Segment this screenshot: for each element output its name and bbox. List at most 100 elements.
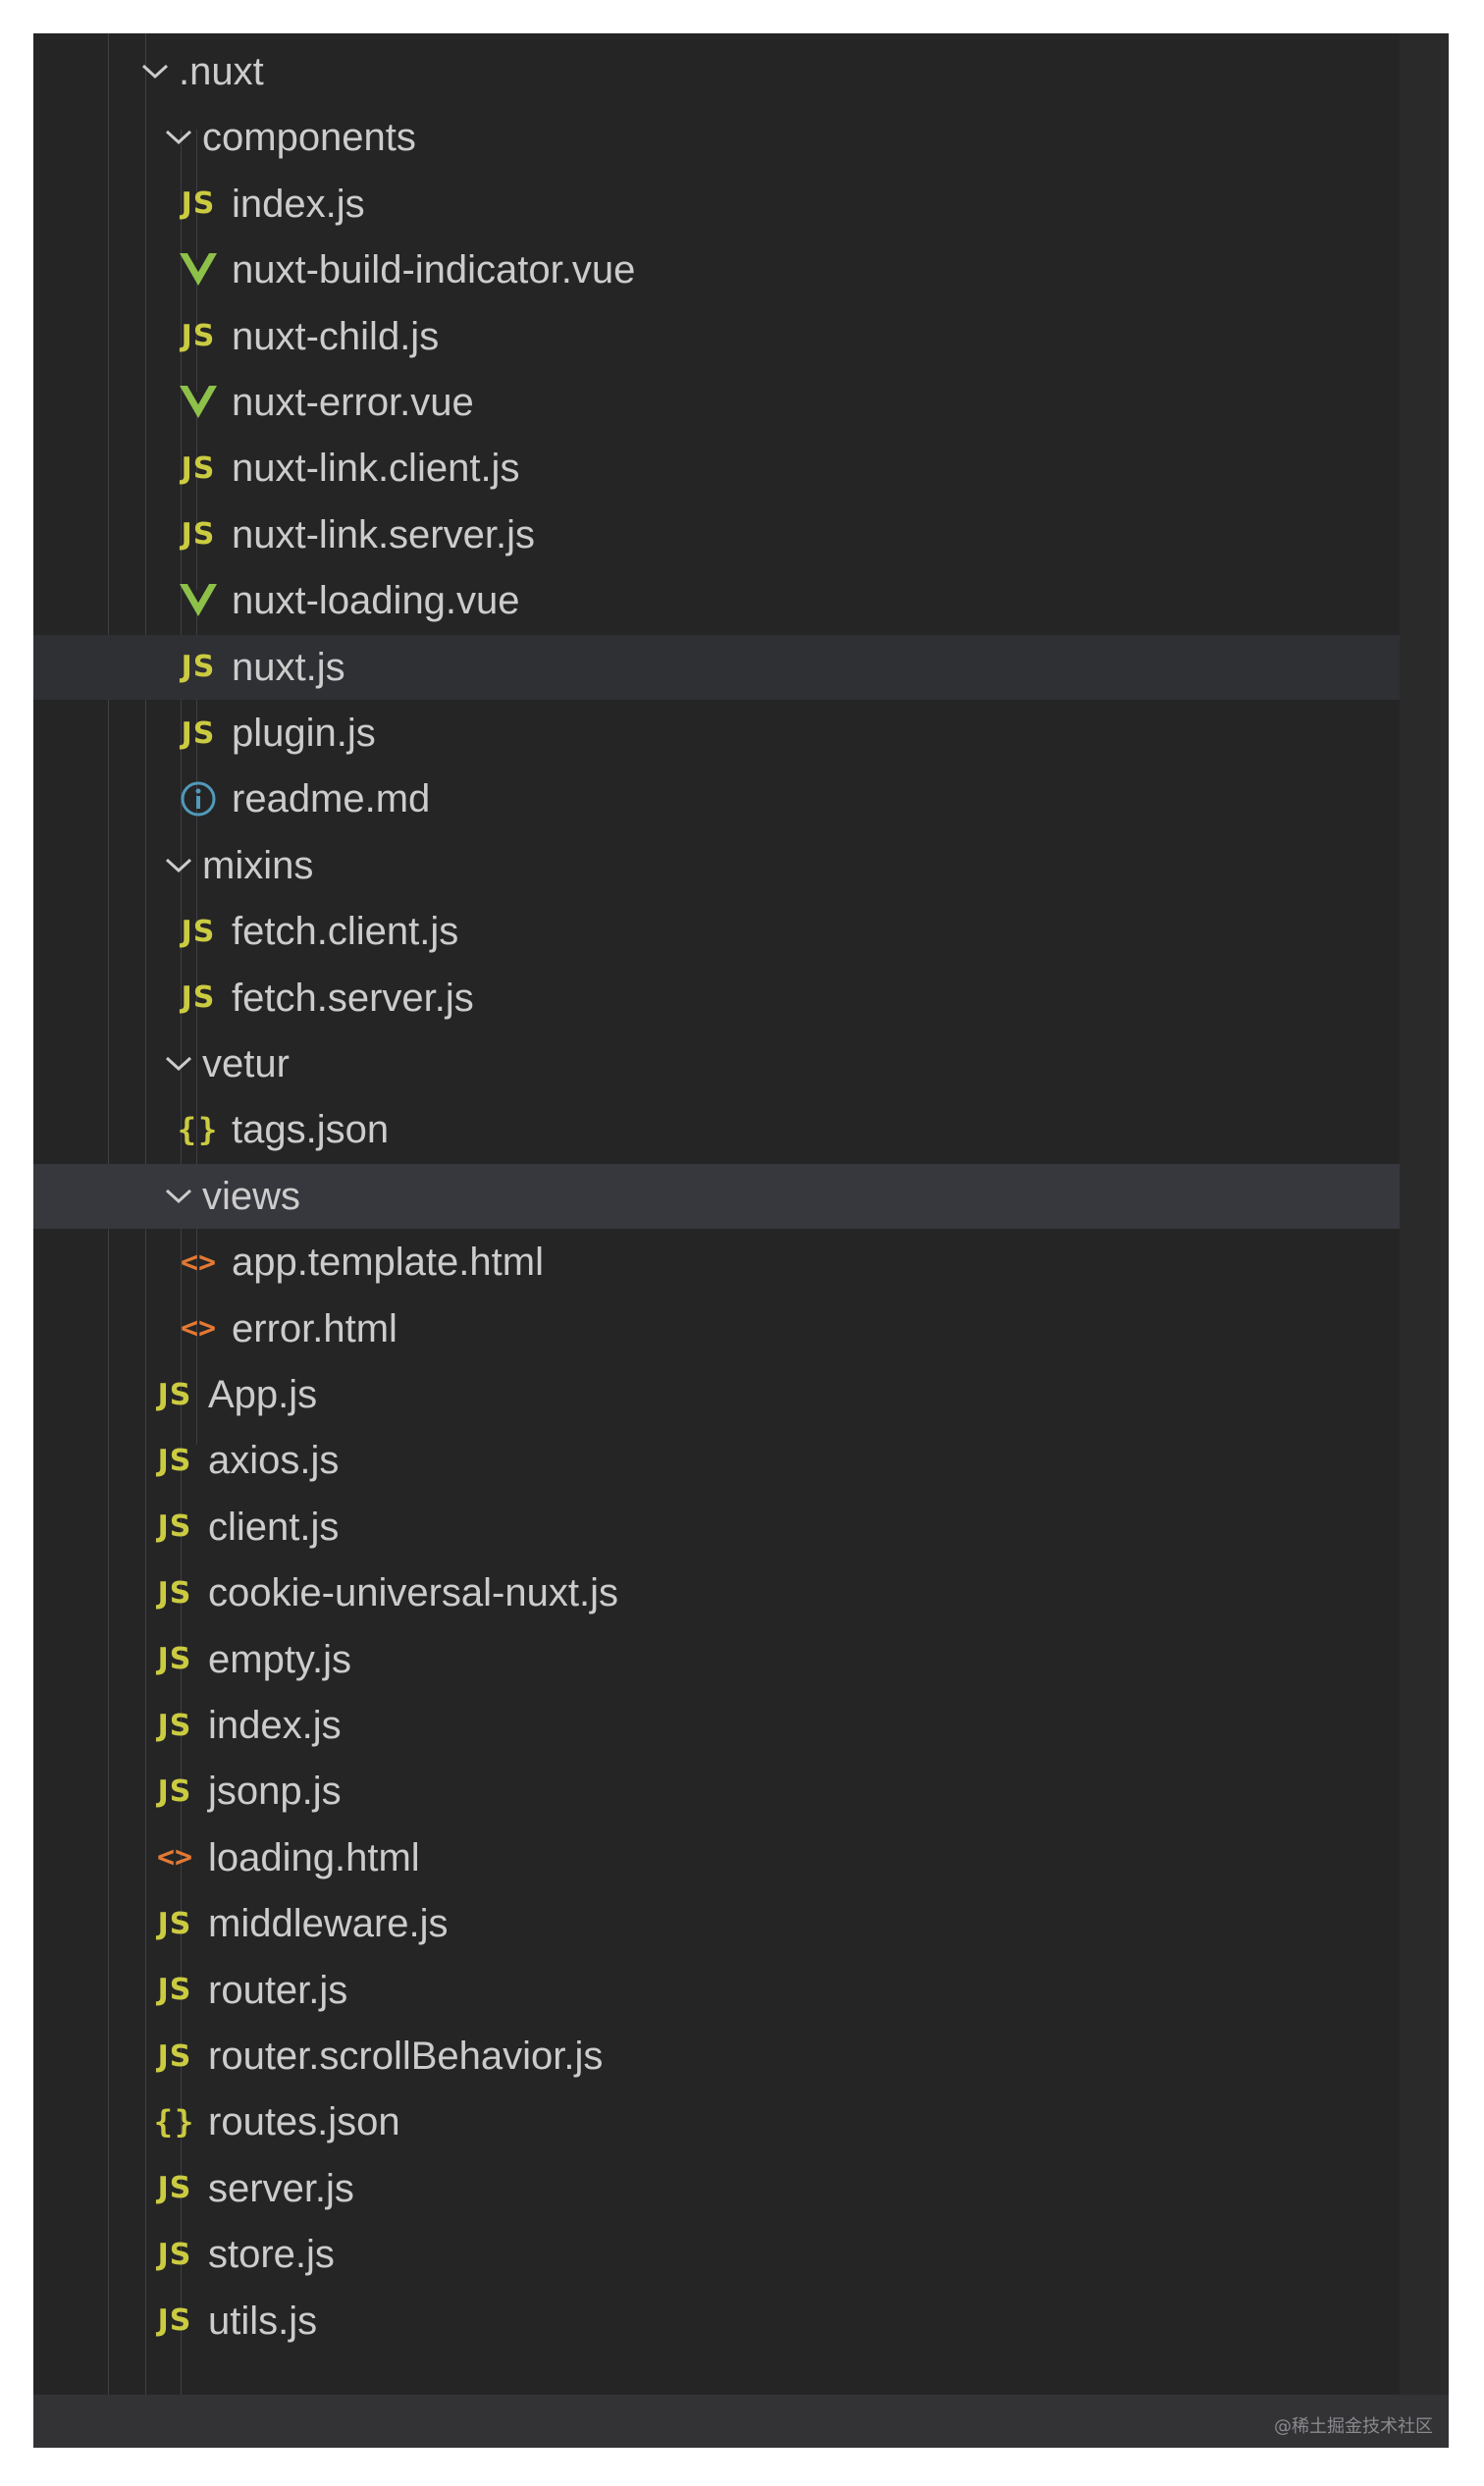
tree-item-label: middleware.js [208, 1902, 449, 1946]
tree-folder-row[interactable]: .nuxt [33, 39, 1400, 104]
tree-file-row[interactable]: JS client.js [33, 1495, 1400, 1560]
tree-item-label: readme.md [232, 777, 431, 821]
tree-item-label: nuxt-loading.vue [232, 579, 520, 623]
tree-file-row[interactable]: JS router.js [33, 1958, 1400, 2023]
vue-file-icon [179, 380, 218, 425]
bottom-bar: @稀土掘金技术社区 [33, 2395, 1449, 2448]
info-file-icon [179, 776, 218, 821]
javascript-file-icon: JS [181, 980, 216, 1016]
javascript-file-icon: JS [157, 1708, 192, 1743]
tree-item-label: utils.js [208, 2299, 318, 2343]
tree-file-row[interactable]: JS nuxt-child.js [33, 304, 1400, 369]
tree-file-row[interactable]: JS plugin.js [33, 701, 1400, 766]
tree-item-label: server.js [208, 2166, 354, 2210]
javascript-file-icon: JS [157, 1906, 192, 1941]
tree-item-label: tags.json [232, 1108, 390, 1152]
tree-item-label: router.scrollBehavior.js [208, 2035, 604, 2078]
javascript-file-icon: JS [181, 650, 216, 685]
tree-item-label: index.js [232, 182, 365, 226]
tree-item-label: error.html [232, 1306, 398, 1350]
tree-file-row[interactable]: nuxt-loading.vue [33, 568, 1400, 633]
tree-item-label: store.js [208, 2233, 335, 2277]
chevron-down-icon[interactable] [159, 1174, 198, 1219]
tree-item-label: app.template.html [232, 1241, 544, 1285]
tree-item-label: nuxt-build-indicator.vue [232, 248, 636, 292]
tree-item-label: index.js [208, 1704, 342, 1747]
tree-file-row[interactable]: readme.md [33, 767, 1400, 831]
tree-item-label: .nuxt [179, 50, 264, 93]
indent-guide [181, 130, 182, 2395]
tree-item-label: nuxt.js [232, 645, 345, 689]
javascript-file-icon: JS [157, 1443, 192, 1478]
chevron-down-icon[interactable] [135, 49, 175, 94]
html-file-icon: <> [156, 1840, 193, 1876]
tree-file-row[interactable]: <> app.template.html [33, 1230, 1400, 1295]
javascript-file-icon: JS [181, 517, 216, 553]
javascript-file-icon: JS [157, 1773, 192, 1809]
tree-item-label: nuxt-error.vue [232, 381, 474, 424]
tree-file-row[interactable]: JS middleware.js [33, 1891, 1400, 1956]
tree-file-row[interactable]: JS router.scrollBehavior.js [33, 2024, 1400, 2089]
chevron-down-icon[interactable] [159, 843, 198, 888]
tree-file-row[interactable]: nuxt-build-indicator.vue [33, 238, 1400, 302]
vue-file-icon [179, 247, 218, 292]
tree-item-label: nuxt-child.js [232, 314, 440, 358]
indent-guide [196, 130, 197, 1445]
javascript-file-icon: JS [157, 2237, 192, 2272]
tree-file-row[interactable]: JS nuxt-link.server.js [33, 502, 1400, 567]
tree-item-label: empty.js [208, 1637, 351, 1681]
tree-item-label: nuxt-link.client.js [232, 447, 520, 491]
chevron-down-icon[interactable] [159, 1041, 198, 1086]
tree-item-label: loading.html [208, 1835, 420, 1879]
tree-item-label: components [202, 116, 416, 160]
scrollbar-track[interactable] [1400, 33, 1449, 2395]
tree-folder-row[interactable]: components [33, 105, 1400, 170]
javascript-file-icon: JS [157, 2038, 192, 2074]
tree-item-label: axios.js [208, 1439, 340, 1483]
tree-file-row[interactable]: JS index.js [33, 172, 1400, 237]
tree-file-row[interactable]: nuxt-error.vue [33, 370, 1400, 435]
tree-item-label: fetch.client.js [232, 910, 459, 954]
tree-item-label: nuxt-link.server.js [232, 512, 535, 556]
tree-item-label: router.js [208, 1968, 348, 2012]
javascript-file-icon: JS [157, 1973, 192, 2008]
javascript-file-icon: JS [181, 715, 216, 751]
html-file-icon: <> [180, 1244, 217, 1280]
javascript-file-icon: JS [181, 186, 216, 222]
html-file-icon: <> [180, 1311, 217, 1347]
chevron-down-icon[interactable] [159, 115, 198, 160]
tree-item-label: client.js [208, 1505, 340, 1549]
tree-folder-row[interactable]: mixins [33, 833, 1400, 898]
json-file-icon: {} [177, 1111, 220, 1149]
javascript-file-icon: JS [157, 1509, 192, 1545]
javascript-file-icon: JS [157, 1575, 192, 1611]
tree-file-row[interactable]: <> error.html [33, 1296, 1400, 1361]
javascript-file-icon: JS [181, 319, 216, 354]
tree-file-row[interactable]: {} tags.json [33, 1097, 1400, 1162]
javascript-file-icon: JS [157, 1377, 192, 1412]
tree-file-row[interactable]: <> loading.html [33, 1825, 1400, 1890]
tree-file-row[interactable]: JS nuxt.js [33, 634, 1400, 700]
tree-file-row[interactable]: {}routes.json [33, 2089, 1400, 2154]
tree-file-row[interactable]: JS store.js [33, 2222, 1400, 2287]
vue-file-icon [179, 578, 218, 623]
json-file-icon: {} [153, 2103, 196, 2142]
tree-file-row[interactable]: JS index.js [33, 1693, 1400, 1758]
tree-item-label: vetur [202, 1042, 290, 1085]
tree-item-label: plugin.js [232, 712, 376, 755]
tree-folder-row[interactable]: views [33, 1163, 1400, 1229]
tree-folder-row[interactable]: vetur [33, 1031, 1400, 1096]
tree-item-label: views [202, 1174, 301, 1218]
tree-file-row[interactable]: JS axios.js [33, 1428, 1400, 1493]
tree-item-label: mixins [202, 843, 314, 887]
